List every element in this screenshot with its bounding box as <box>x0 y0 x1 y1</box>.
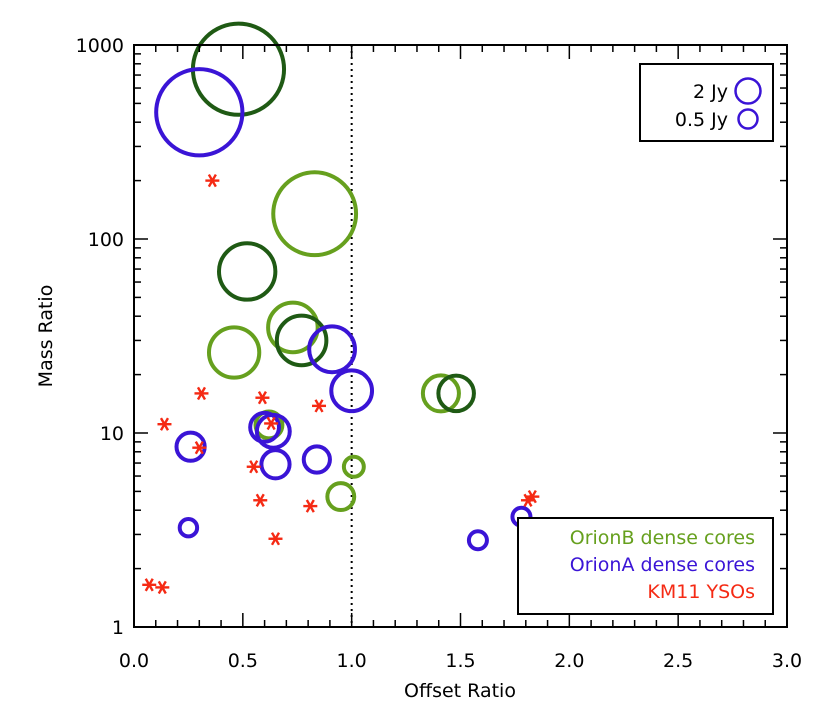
asterisk-stroke <box>266 416 276 431</box>
data-point <box>274 313 329 368</box>
asterisk-stroke <box>270 532 281 546</box>
asterisk-stroke <box>314 399 324 413</box>
data-point <box>436 373 476 414</box>
data-marks <box>142 21 540 627</box>
data-point <box>253 493 268 507</box>
asterisk-stroke <box>196 386 207 401</box>
x-axis-label: Offset Ratio <box>404 680 516 702</box>
y-tick-label: 100 <box>88 229 124 251</box>
asterisk-stroke <box>257 391 267 405</box>
axis-ticks <box>133 44 788 628</box>
data-point <box>266 300 320 355</box>
asterisk-stroke <box>159 417 170 431</box>
asterisk-stroke <box>255 493 265 507</box>
x-tick-label: 2.5 <box>663 650 693 672</box>
size-legend-circle <box>737 108 759 130</box>
data-point <box>177 516 200 539</box>
data-point <box>217 241 278 302</box>
data-point <box>205 173 220 188</box>
data-point <box>303 499 318 513</box>
data-point <box>307 324 357 375</box>
asterisk-stroke <box>527 489 537 504</box>
data-point <box>248 410 282 444</box>
data-point <box>271 170 359 258</box>
asterisk-stroke <box>207 173 217 188</box>
data-point <box>246 460 261 474</box>
color-legend-label: OrionB dense cores <box>570 527 755 549</box>
series-1 <box>154 67 533 552</box>
data-point <box>329 368 375 414</box>
data-point <box>192 441 207 455</box>
x-tick-label: 1.0 <box>337 650 367 672</box>
axis-tick-labels: 0.0 0.5 1.0 1.5 2.0 2.5 3.0 1 10 100 1000 <box>76 35 802 672</box>
y-tick-label: 1 <box>112 617 124 639</box>
size-legend-label: 0.5 Jy <box>675 109 728 131</box>
data-point <box>206 325 262 380</box>
data-point <box>325 481 357 513</box>
data-point <box>157 417 172 431</box>
y-axis-label: Mass Ratio <box>35 285 57 388</box>
size-legend-circle <box>734 77 762 105</box>
series-2 <box>142 173 540 595</box>
data-point <box>155 580 170 595</box>
data-point <box>264 416 279 431</box>
size-legend-label: 2 Jy <box>693 81 728 103</box>
data-point <box>194 386 209 401</box>
data-point <box>312 399 327 413</box>
data-point <box>254 412 292 450</box>
asterisk-stroke <box>194 441 204 455</box>
asterisk-stroke <box>305 499 315 513</box>
asterisk-stroke <box>249 460 259 474</box>
data-point <box>259 448 292 481</box>
data-point <box>466 529 489 552</box>
x-tick-label: 0.0 <box>119 650 149 672</box>
x-tick-label: 0.5 <box>228 650 258 672</box>
data-point <box>154 67 245 158</box>
y-tick-label: 10 <box>100 423 124 445</box>
data-point <box>268 532 283 546</box>
color-legend-box <box>517 517 774 615</box>
data-point <box>142 578 157 592</box>
data-point <box>301 444 332 475</box>
data-point <box>525 489 540 504</box>
x-tick-label: 2.0 <box>554 650 584 672</box>
asterisk-stroke <box>144 578 154 592</box>
color-legend-label: OrionA dense cores <box>570 554 755 576</box>
asterisk-stroke <box>157 580 167 595</box>
data-point <box>255 391 270 405</box>
color-legend-label: KM11 YSOs <box>647 581 755 603</box>
x-tick-label: 3.0 <box>772 650 802 672</box>
y-tick-label: 1000 <box>76 35 124 57</box>
size-legend: 2 Jy 0.5 Jy <box>639 63 774 142</box>
data-point <box>420 373 461 414</box>
data-point <box>341 454 366 479</box>
x-tick-label: 1.5 <box>445 650 475 672</box>
